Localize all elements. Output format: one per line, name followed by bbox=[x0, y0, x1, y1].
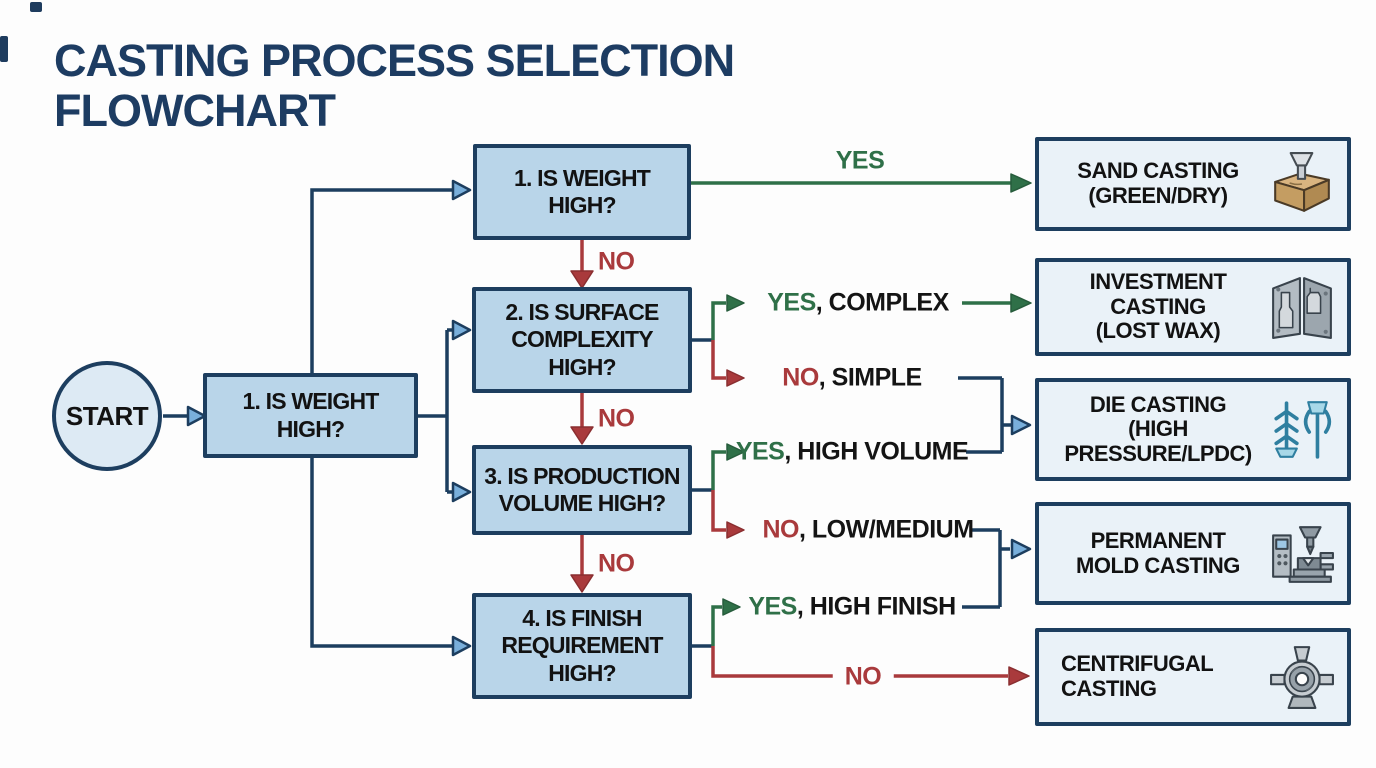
start-node: START bbox=[52, 361, 162, 471]
red-arrowheads bbox=[570, 270, 1030, 686]
result-centrifugal-casting-label: CENTRIFUGAL CASTING bbox=[1061, 651, 1214, 701]
edge-label-yes-complex: YES, COMPLEX bbox=[767, 289, 949, 318]
edge-label-no-low-medium: NO, LOW/MEDIUM bbox=[762, 515, 974, 545]
corner-artifact bbox=[30, 2, 42, 12]
result-die-casting-label: DIE CASTING (HIGH PRESSURE/LPDC) bbox=[1064, 391, 1252, 466]
edge-label-yes-high-volume-head: YES bbox=[735, 437, 785, 466]
edge-label-no-final: NO bbox=[832, 662, 894, 692]
casting-machine-icon bbox=[1272, 525, 1334, 583]
decision-surface-complexity: 2. IS SURFACE COMPLEXITY HIGH? bbox=[472, 287, 692, 393]
edge-label-no-3: NO bbox=[598, 549, 635, 578]
edge-label-no-low-medium-tail: , LOW/MEDIUM bbox=[798, 515, 974, 544]
decision-weight-top: 1. IS WEIGHT HIGH? bbox=[473, 144, 691, 240]
green-connectors bbox=[691, 181, 1012, 646]
red-connectors bbox=[580, 240, 1008, 678]
page-title: CASTING PROCESS SELECTION FLOWCHART bbox=[54, 35, 735, 137]
result-sand-casting-label: SAND CASTING (GREEN/DRY) bbox=[1077, 158, 1239, 208]
edge-label-yes-complex-tail: , COMPLEX bbox=[815, 288, 950, 317]
result-permanent-mold-casting: PERMANENT MOLD CASTING bbox=[1035, 502, 1351, 605]
edge-label-yes: YES bbox=[835, 146, 885, 175]
edge-label-yes-high-finish-head: YES bbox=[748, 592, 797, 621]
casting-tree-icon bbox=[1274, 400, 1332, 459]
impeller-icon bbox=[1270, 646, 1334, 709]
edge-label-yes-high-volume: YES, HIGH VOLUME bbox=[735, 437, 969, 467]
decision-production-volume: 3. IS PRODUCTION VOLUME HIGH? bbox=[472, 445, 692, 535]
result-die-casting: DIE CASTING (HIGH PRESSURE/LPDC) bbox=[1035, 378, 1351, 481]
edge-label-no-simple: NO, SIMPLE bbox=[782, 363, 922, 393]
result-sand-casting: SAND CASTING (GREEN/DRY) bbox=[1035, 137, 1351, 231]
edge-label-yes-high-volume-tail: , HIGH VOLUME bbox=[784, 437, 969, 466]
edge-label-yes-high-finish-tail: , HIGH FINISH bbox=[796, 592, 956, 621]
edge-label-no-2: NO bbox=[598, 404, 635, 433]
edge-label-yes-high-finish: YES, HIGH FINISH bbox=[748, 592, 956, 622]
green-arrowheads bbox=[722, 173, 1032, 616]
result-centrifugal-casting: CENTRIFUGAL CASTING bbox=[1035, 628, 1351, 726]
navy-arrowheads bbox=[186, 179, 1032, 657]
result-permanent-mold-casting-label: PERMANENT MOLD CASTING bbox=[1076, 527, 1240, 578]
sand-mold-icon bbox=[1274, 152, 1330, 212]
corner-artifact bbox=[0, 36, 8, 62]
edge-label-no-1: NO bbox=[598, 247, 635, 276]
decision-finish-requirement: 4. IS FINISH REQUIREMENT HIGH? bbox=[472, 593, 692, 699]
edge-label-no-simple-head: NO bbox=[782, 363, 819, 392]
result-investment-casting-label: INVESTMENT CASTING (LOST WAX) bbox=[1089, 269, 1227, 344]
edge-label-yes-complex-head: YES bbox=[767, 288, 816, 317]
decision-weight-main: 1. IS WEIGHT HIGH? bbox=[203, 373, 418, 458]
edge-label-no-low-medium-head: NO bbox=[762, 515, 799, 544]
edge-label-no-simple-tail: , SIMPLE bbox=[818, 363, 922, 392]
result-investment-casting: INVESTMENT CASTING (LOST WAX) bbox=[1035, 258, 1351, 356]
two-part-mold-icon bbox=[1272, 277, 1332, 339]
start-label: START bbox=[65, 400, 149, 431]
